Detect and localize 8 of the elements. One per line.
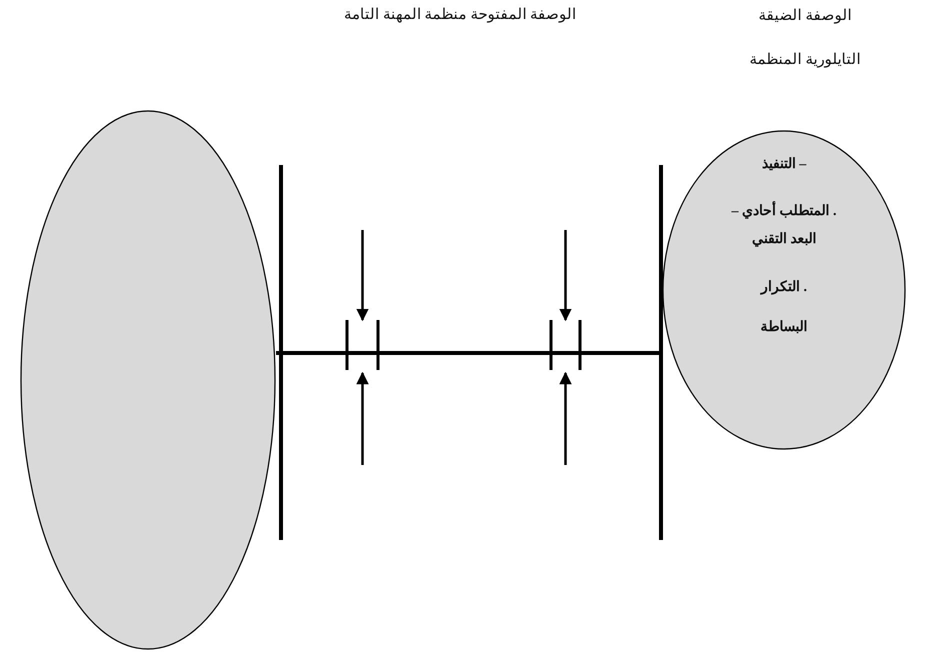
list-item-text: . المتطلب أحادي – xyxy=(662,202,906,220)
list-item-text: البعد التقني xyxy=(750,231,818,248)
list-item-text: البساطة xyxy=(760,319,808,336)
continuum-line xyxy=(276,351,662,355)
list-item-text: – التنفيذ xyxy=(760,156,808,173)
list-item-text: . التكرار xyxy=(759,279,808,296)
heading-text: الوصفة الضيقة التايلورية المنظمة xyxy=(748,7,862,70)
heading-text: الوصفة المفتوحة منظمة المهنة التامة xyxy=(343,6,577,25)
